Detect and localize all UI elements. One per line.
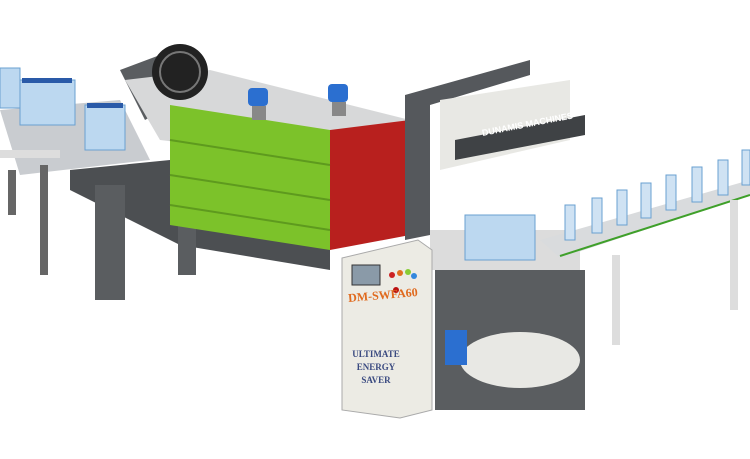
infeed-conveyor <box>0 67 150 275</box>
slogan-line-3: SAVER <box>361 375 391 385</box>
hmi-screen <box>351 264 381 286</box>
slogan-line-1: ULTIMATE <box>352 349 400 359</box>
slogan: ULTIMATE ENERGY SAVER <box>350 348 402 387</box>
panel-buttons <box>389 269 417 293</box>
motor-icon <box>248 84 348 106</box>
fan-icon <box>152 44 208 100</box>
slogan-line-2: ENERGY <box>356 362 396 372</box>
outfeed-conveyor <box>540 149 750 345</box>
control-panel <box>341 239 433 419</box>
shrink-tunnel <box>70 44 410 300</box>
